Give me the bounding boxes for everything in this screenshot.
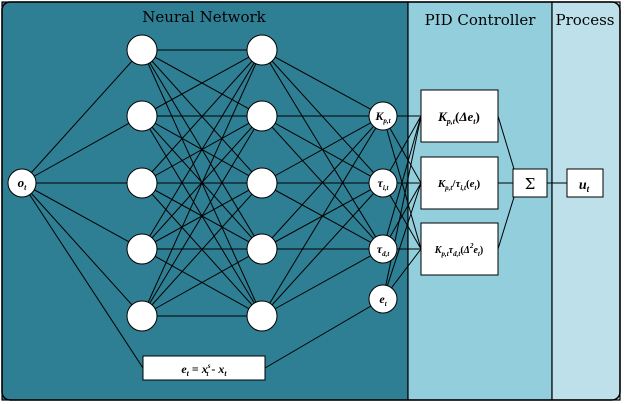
edge-input-hidden1	[21, 182, 143, 250]
edge-output-pid	[382, 115, 422, 300]
input-node	[7, 168, 37, 198]
edge-input-hidden1	[21, 115, 143, 184]
hidden-layer-1-node	[126, 34, 158, 66]
edge-hidden2-output	[261, 248, 384, 317]
edge-output-pid	[382, 115, 422, 250]
edge-error-box-et	[264, 298, 384, 369]
pid-d-term-box	[420, 222, 499, 276]
pid-d-term: Kp,tτd,t(Δ2et)	[434, 242, 483, 258]
input-node-label: ot	[18, 175, 28, 192]
edge-input-hidden1	[21, 49, 143, 184]
process-output-label: ut	[579, 178, 590, 194]
output-node-label: τi,t	[378, 176, 390, 192]
edge-output-pid	[382, 182, 422, 300]
edge-hidden1-hidden2	[141, 248, 263, 317]
output-node	[368, 101, 398, 131]
network-connections	[21, 49, 567, 369]
pid-i-term: Kp,t/τi,t(et)	[437, 178, 481, 192]
pid-i-term-box	[420, 156, 499, 210]
summation-box	[512, 168, 548, 198]
output-node	[368, 168, 398, 198]
hidden-layer-1-node	[126, 167, 158, 199]
network-nodes: ot Kp,t τi,t τd,t et	[7, 34, 398, 332]
output-node-label: Kp,t	[374, 109, 391, 125]
process-panel	[551, 1, 621, 401]
output-node	[368, 284, 398, 314]
edge-hidden1-hidden2	[141, 182, 263, 317]
output-node-label: et	[379, 292, 387, 308]
hidden-layer-2-node	[246, 300, 278, 332]
pid-p-term: Kp,t(Δet)	[437, 109, 480, 126]
edge-p-to-sum	[497, 115, 515, 170]
hidden-layer-2-node	[246, 233, 278, 265]
edge-hidden2-output	[261, 182, 384, 317]
hidden-layer-1-node	[126, 100, 158, 132]
summation-symbol: Σ	[525, 175, 536, 193]
edge-hidden1-hidden2	[141, 49, 263, 117]
hidden-layer-1-node	[126, 233, 158, 265]
process-title: Process	[556, 11, 615, 29]
output-node	[368, 234, 398, 264]
edge-d-to-sum	[497, 196, 515, 250]
edge-hidden2-output	[261, 115, 384, 184]
neural-network-title: Neural Network	[142, 8, 266, 26]
edge-hidden2-output	[261, 115, 384, 317]
pid-controller-title: PID Controller	[425, 11, 537, 29]
edge-input-hidden1	[21, 182, 143, 317]
edge-hidden2-output	[261, 49, 384, 117]
hidden-layer-2-node	[246, 167, 278, 199]
process-output-box	[566, 168, 604, 198]
edge-hidden1-hidden2	[141, 49, 263, 184]
edge-hidden1-hidden2	[141, 49, 263, 317]
pid-p-term-box	[420, 89, 499, 143]
hidden-layer-1-node	[126, 300, 158, 332]
edge-hidden2-output	[261, 115, 384, 250]
hidden-layer-2-node	[246, 34, 278, 66]
edge-input-error-box	[21, 182, 144, 369]
output-node-label: τd,t	[377, 242, 391, 258]
edge-hidden1-hidden2	[141, 115, 263, 317]
error-equation-box	[142, 355, 266, 381]
edge-hidden1-hidden2	[141, 49, 263, 250]
neural-network-panel	[1, 1, 409, 401]
hidden-layer-2-node	[246, 100, 278, 132]
